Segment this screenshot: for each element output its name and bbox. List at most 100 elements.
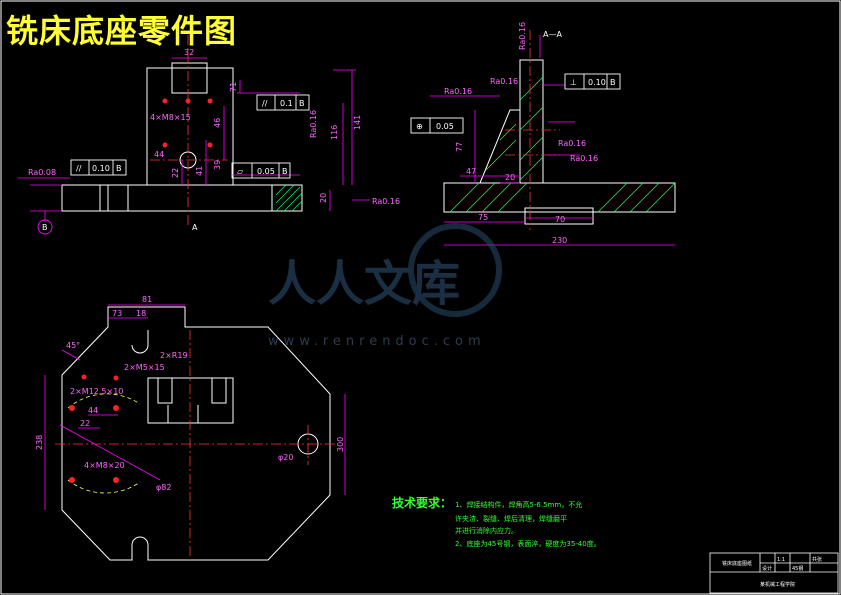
side-ra-2: Ra0.16 [490, 77, 518, 86]
top-slot [131, 330, 149, 354]
top-bolt-arcs [67, 393, 141, 494]
tb-drawn: 设计 [762, 565, 772, 572]
side-tolerance-frames [410, 73, 621, 134]
side-view [443, 59, 676, 225]
side-tolerance-texts: ⊥ 0.10 B ⊕ 0.05 [416, 78, 616, 131]
top-label-phi82: φ82 [156, 483, 171, 492]
front-tolerance-texts: // 0.1 B // 0.10 B ▱ 0.05 B B A [42, 99, 305, 232]
top-dim-238: 238 [35, 435, 44, 450]
title-block-texts: 铣床底座图纸 1:1 共张 45钢 设计 某机械工程学院 [722, 556, 822, 588]
top-label-phi20: φ20 [278, 453, 293, 462]
svg-text://: // [262, 99, 268, 108]
side-ra-3: Ra0.16 [444, 87, 472, 96]
dim-71: 71 [229, 82, 238, 92]
tol-datum-3: B [282, 167, 288, 176]
datum-b-circle [37, 219, 53, 235]
watermark-url: www.renrendoc.com [268, 334, 486, 349]
side-ra-5: Ra0.16 [570, 154, 598, 163]
svg-text:⊥: ⊥ [570, 78, 577, 87]
top-dim-300: 300 [336, 437, 345, 452]
dim-116: 116 [330, 125, 339, 140]
tech-req-line-3: 并进行消除内应力。 [455, 526, 518, 535]
top-dim-81: 81 [142, 295, 152, 304]
tech-req-line-1: 1、焊接结构件，焊角高5-6.5mm，不允 [455, 500, 582, 509]
front-centerlines [150, 35, 228, 228]
front-view [61, 62, 303, 212]
top-plate-outline [61, 306, 331, 561]
top-label-r19: 2×R19 [160, 351, 188, 360]
side-ra-1: Ra0.16 [518, 22, 527, 50]
tech-req-line-2: 许夹渣、裂缝、焊后清理，焊缝磨平 [455, 514, 567, 523]
front-tolerance-frames [70, 94, 310, 179]
tech-req-heading: 技术要求： [392, 495, 452, 510]
tol-datum-2: B [116, 164, 122, 173]
dim-20: 20 [319, 193, 328, 203]
side-dim-texts: A—A 77 47 20 75 70 230 Ra0.16 Ra0.16 Ra0… [444, 22, 598, 245]
watermark-text: 人人文库 [268, 256, 460, 312]
svg-text://: // [76, 164, 82, 173]
top-dim-18: 18 [136, 309, 146, 318]
tb-sheet: 共张 [812, 556, 822, 563]
dim-32: 32 [184, 48, 194, 57]
top-dim-73: 73 [112, 309, 122, 318]
title-block [709, 552, 839, 594]
top-dim-angle: 45° [66, 341, 80, 350]
top-upright-outline [147, 377, 234, 424]
holes-label: 4×M8×15 [150, 113, 191, 122]
top-dimension-lines [44, 304, 346, 510]
svg-text:▱: ▱ [237, 167, 244, 176]
side-dim-230: 230 [552, 236, 567, 245]
tech-req-line-4: 2、底座为45号钢，表面淬，硬度为35-40度。 [455, 539, 601, 548]
front-thread-holes [162, 98, 213, 148]
side-section-title: A—A [543, 30, 562, 39]
dim-39: 39 [213, 160, 222, 170]
dim-22: 22 [171, 168, 180, 178]
side-tol-perp: 0.10 [588, 78, 606, 87]
top-label-m8: 4×M8×20 [84, 461, 125, 470]
side-dim-75: 75 [478, 213, 488, 222]
tb-name: 铣床底座图纸 [722, 560, 752, 567]
datum-b-label: B [42, 223, 48, 232]
side-dimension-lines [430, 35, 675, 246]
roughness-left: Ra0.08 [28, 168, 56, 177]
technical-requirements: 技术要求： 1、焊接结构件，焊角高5-6.5mm，不允 许夹渣、裂缝、焊后清理，… [392, 495, 601, 548]
top-label-m5: 2×M5×15 [124, 363, 165, 372]
side-tol-pos: 0.05 [436, 122, 454, 131]
side-dim-20: 20 [505, 173, 515, 182]
side-base-outline [443, 182, 676, 213]
side-dim-77: 77 [455, 142, 464, 152]
top-dim-44: 44 [88, 406, 98, 415]
watermark: 人人文库 www.renrendoc.com [268, 223, 502, 349]
dim-41: 41 [195, 166, 204, 176]
front-section-hatch [275, 184, 303, 212]
front-dimension-lines [18, 57, 370, 222]
top-holes [69, 374, 119, 483]
side-dim-70: 70 [555, 215, 565, 224]
tb-material: 45钢 [792, 565, 803, 572]
drawing-title: 铣床底座零件图 [6, 12, 238, 50]
front-column-outline [146, 67, 234, 186]
top-dim-22: 22 [80, 419, 90, 428]
tb-school: 某机械工程学院 [760, 581, 795, 588]
side-ra-4: Ra0.16 [558, 139, 586, 148]
front-base-outline [61, 184, 303, 212]
side-dim-47: 47 [466, 167, 476, 176]
section-mark-a: A [192, 223, 198, 232]
top-label-m125: 2×M12.5×10 [70, 387, 123, 396]
tol-datum-1: B [299, 99, 305, 108]
tb-ratio: 1:1 [777, 557, 785, 563]
svg-text:⊕: ⊕ [416, 122, 423, 131]
roughness-right: Ra0.16 [372, 197, 400, 206]
top-dim-texts: 81 73 18 45° 238 300 44 22 2×R19 2×M5×15… [35, 295, 345, 492]
dim-141: 141 [353, 115, 362, 130]
front-dim-texts: 32 141 116 71 46 44 39 22 41 20 4×M8×15 … [28, 48, 400, 206]
top-centerlines [55, 330, 335, 560]
dim-44: 44 [154, 150, 164, 159]
dim-46: 46 [213, 118, 222, 128]
tol-parallel-base: 0.10 [92, 164, 110, 173]
tol-parallel-top: 0.1 [280, 99, 293, 108]
side-section-hatch [449, 76, 676, 213]
